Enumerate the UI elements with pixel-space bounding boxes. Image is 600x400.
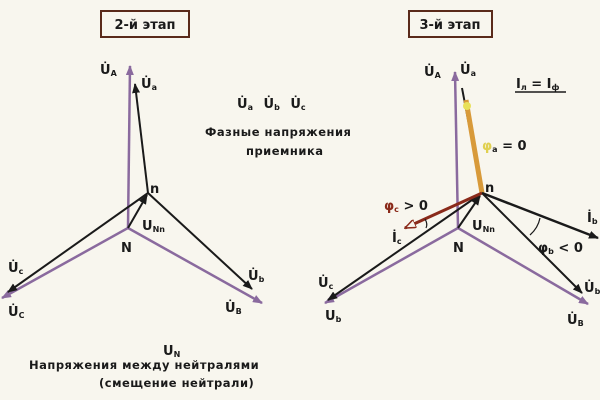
phasor-UB [457, 226, 589, 306]
phasor-Uc [327, 192, 483, 301]
phasor-UA [125, 65, 134, 229]
label-phi-a: φa = 0 [482, 139, 527, 154]
phasor-Ub [481, 192, 583, 294]
current-Ia [463, 99, 485, 194]
phasor-Ub [147, 192, 253, 290]
label-Ub: U̇b [584, 281, 600, 296]
current-equation: Iл = Iф [516, 77, 560, 92]
phasor-UA [451, 71, 460, 229]
phasor-UC [1, 226, 129, 300]
label-phi-b: φb < 0 [538, 241, 583, 256]
phasor-UNn [457, 195, 481, 229]
caption-neutral-voltage: Напряжения между нейтралями [29, 358, 259, 372]
caption-receiver: приемника [246, 144, 324, 158]
phasor-UB [127, 226, 263, 305]
label-UNn: UNn [142, 219, 165, 234]
label-Ua: U̇a [141, 77, 157, 92]
label-UA: U̇A [424, 65, 442, 80]
label-n: n [485, 181, 494, 196]
stage-box [408, 10, 493, 38]
label-Ua: U̇a [460, 63, 476, 78]
label-UA: U̇A [100, 63, 118, 78]
current-Ib [481, 191, 599, 240]
middle-captions: U̇a U̇b U̇c Фазные напряжения приемника … [29, 97, 351, 390]
phasor-UNn [127, 194, 148, 229]
stage-title: 2-й этап [114, 18, 175, 33]
current-Ic [405, 191, 483, 230]
label-Ib: İb [587, 210, 598, 226]
stage-title: 3-й этап [419, 18, 480, 33]
label-UN: UN [163, 344, 180, 359]
label-UB: U̇B [567, 313, 584, 328]
current-Ia-tip [463, 102, 471, 110]
phasor-Uc [7, 192, 149, 293]
phasor-UC [324, 226, 459, 305]
stage-box [100, 10, 190, 38]
label-UC: U̇C [8, 305, 25, 320]
label-phi-c: φc > 0 [384, 199, 428, 214]
label-Ic: İc [392, 230, 402, 246]
angle-arc-b [529, 217, 541, 236]
caption-neutral-shift: (смещение нейтрали) [99, 376, 254, 390]
left-stage-2: 2-й этап U̇A U̇a n UNn N U̇c U̇C U̇b U̇B [1, 10, 265, 320]
label-n: n [150, 182, 159, 197]
label-UC: Ub [325, 309, 342, 324]
label-Ub: U̇b [248, 269, 265, 284]
phasor-Ua [132, 83, 149, 194]
label-UB: U̇B [225, 301, 242, 316]
right-stage-3: 3-й этап Iл = Iф U̇A U̇a φa = 0 n φc > 0… [318, 10, 600, 328]
label-N: N [121, 241, 132, 256]
label-Uc: U̇c [8, 261, 24, 276]
angle-arc-c [424, 218, 428, 229]
label-Uc: U̇c [318, 276, 334, 291]
phase-symbols: U̇a U̇b U̇c [237, 97, 306, 114]
label-UNn: UNn [472, 219, 495, 234]
label-N: N [453, 241, 464, 256]
caption-phase-voltages: Фазные напряжения [205, 125, 351, 139]
